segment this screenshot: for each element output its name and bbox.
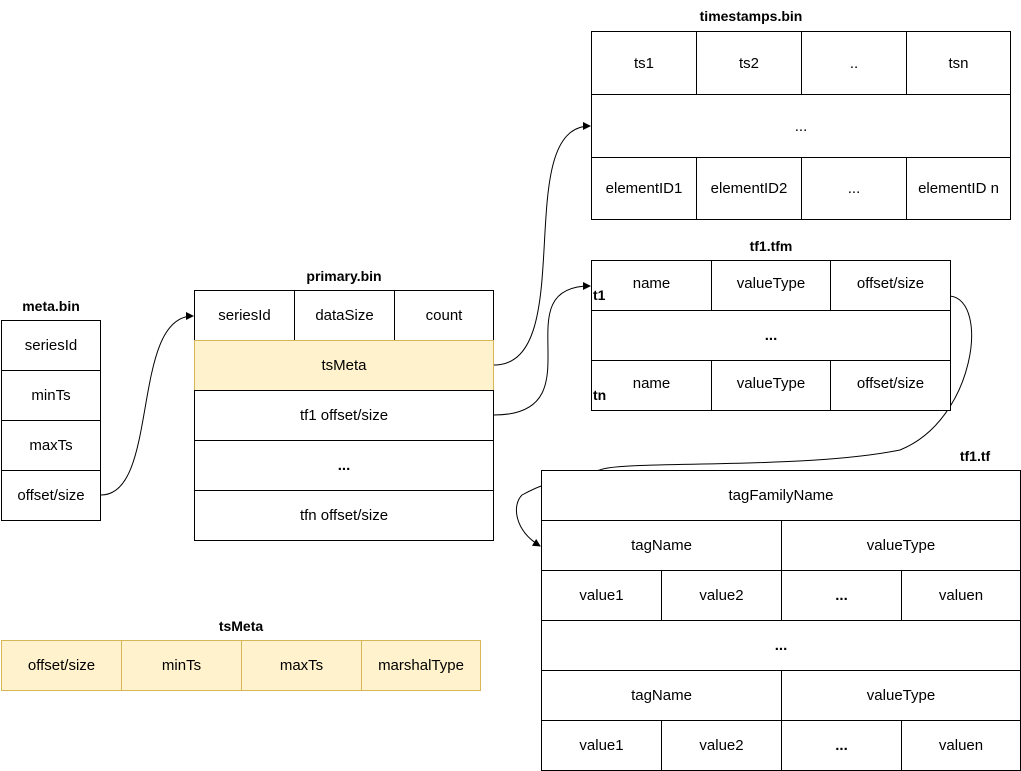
tfm-first-marker: t1 <box>593 287 606 303</box>
primary-bin-header-count: count <box>394 290 494 341</box>
tf-block2-tagname: tagName <box>541 670 782 721</box>
timestamps-ts-cell: .. <box>801 31 907 95</box>
tf-block1-value: value2 <box>661 570 782 621</box>
arrow-meta-to-primary <box>100 312 194 496</box>
primary-bin-tf1-row: tf1 offset/size <box>194 390 494 441</box>
tf-block1-tagname: tagName <box>541 520 782 571</box>
tsmeta-cell-maxts: maxTs <box>241 640 362 691</box>
primary-bin-ellipsis-row: ... <box>194 440 494 491</box>
tfm-last-offset-size: offset/size <box>830 360 951 411</box>
meta-bin-row-seriesid: seriesId <box>1 320 101 371</box>
tsmeta-cell-offset-size: offset/size <box>1 640 122 691</box>
timestamps-bin-title: timestamps.bin <box>699 8 803 24</box>
tf-block1-value: valuen <box>901 570 1021 621</box>
tf-middle-row: ... <box>541 620 1021 671</box>
tf-block2-value: value1 <box>541 720 662 771</box>
arrow-tsmeta-to-timestamps <box>493 122 591 366</box>
primary-bin-tsmeta-row: tsMeta <box>194 340 494 391</box>
meta-bin-row-offset-size: offset/size <box>1 470 101 521</box>
tf-block2-value: valuen <box>901 720 1021 771</box>
timestamps-ts-cell: tsn <box>906 31 1011 95</box>
tf1-tf-title: tf1.tf <box>959 448 991 464</box>
primary-bin-tfn-row: tfn offset/size <box>194 490 494 541</box>
timestamps-ts-cell: ts1 <box>591 31 697 95</box>
tsmeta-cell-mints: minTs <box>121 640 242 691</box>
tf-block2-value: value2 <box>661 720 782 771</box>
tf-block2-valuetype: valueType <box>781 670 1021 721</box>
primary-bin-header-seriesid: seriesId <box>194 290 295 341</box>
tf1-tfm-title: tf1.tfm <box>749 238 793 254</box>
tfm-last-name: name <box>591 360 712 411</box>
tfm-first-name: name <box>591 260 712 311</box>
meta-bin-row-maxts: maxTs <box>1 420 101 471</box>
timestamps-element-cell: elementID2 <box>696 157 802 220</box>
tfm-first-offset-size: offset/size <box>830 260 951 311</box>
tfm-middle-row: ... <box>591 310 951 361</box>
tf-family-name: tagFamilyName <box>541 470 1021 521</box>
timestamps-ts-cell: ts2 <box>696 31 802 95</box>
timestamps-middle-row: ... <box>591 94 1011 158</box>
tf-block1-value: ... <box>781 570 902 621</box>
tsmeta-cell-marshaltype: marshalType <box>361 640 481 691</box>
arrow-tf1-to-tfm <box>493 282 591 416</box>
meta-bin-row-mints: minTs <box>1 370 101 421</box>
tf-block1-value: value1 <box>541 570 662 621</box>
tf-block2-value: ... <box>781 720 902 771</box>
primary-bin-header-datasize: dataSize <box>294 290 395 341</box>
timestamps-element-cell: ... <box>801 157 907 220</box>
meta-bin-title: meta.bin <box>22 298 80 314</box>
timestamps-element-cell: elementID1 <box>591 157 697 220</box>
tfm-first-valuetype: valueType <box>711 260 831 311</box>
tf-block1-valuetype: valueType <box>781 520 1021 571</box>
primary-bin-title: primary.bin <box>306 268 382 284</box>
timestamps-element-cell: elementID n <box>906 157 1011 220</box>
tfm-last-valuetype: valueType <box>711 360 831 411</box>
tsmeta-title: tsMeta <box>218 618 264 634</box>
tfm-last-marker: tn <box>593 387 607 403</box>
